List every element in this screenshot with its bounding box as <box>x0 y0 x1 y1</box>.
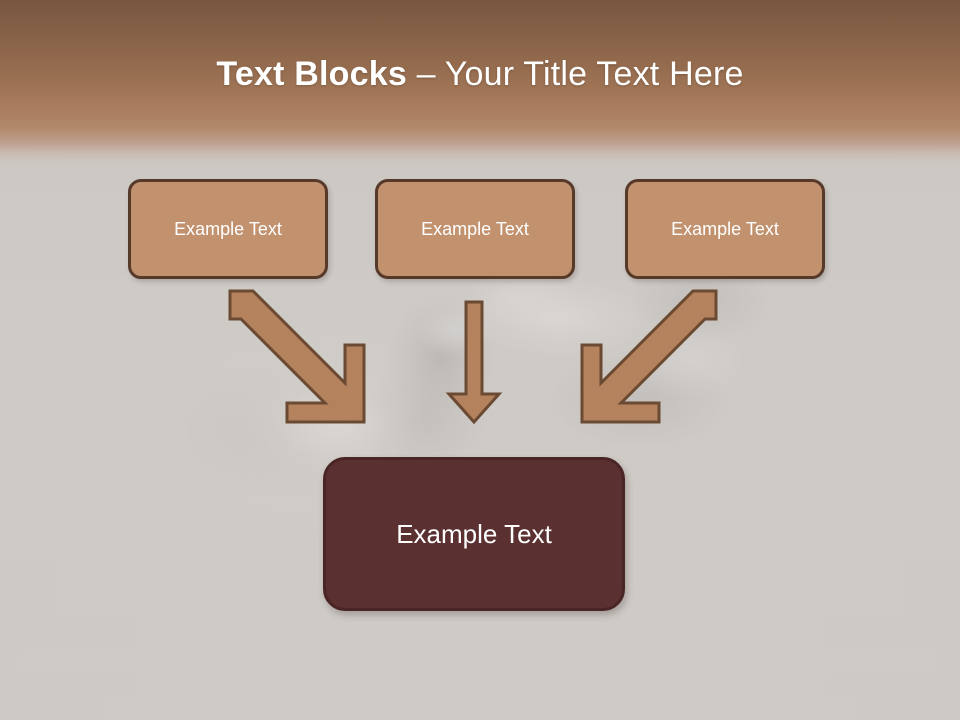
page-title-strong: Text Blocks <box>216 55 407 93</box>
text-block-1[interactable]: Example Text <box>128 179 328 279</box>
page-title-rest: Your Title Text Here <box>444 55 744 93</box>
result-text-block-label: Example Text <box>396 518 552 549</box>
text-block-2[interactable]: Example Text <box>375 179 575 279</box>
header-band <box>0 0 960 172</box>
text-block-3[interactable]: Example Text <box>625 179 825 279</box>
result-text-block[interactable]: Example Text <box>323 457 625 611</box>
page-title: Text Blocks – Your Title Text Here <box>0 52 960 96</box>
text-block-1-label: Example Text <box>174 218 282 239</box>
text-block-2-label: Example Text <box>421 218 529 239</box>
page-title-separator: – <box>406 55 445 93</box>
text-block-3-label: Example Text <box>671 218 779 239</box>
